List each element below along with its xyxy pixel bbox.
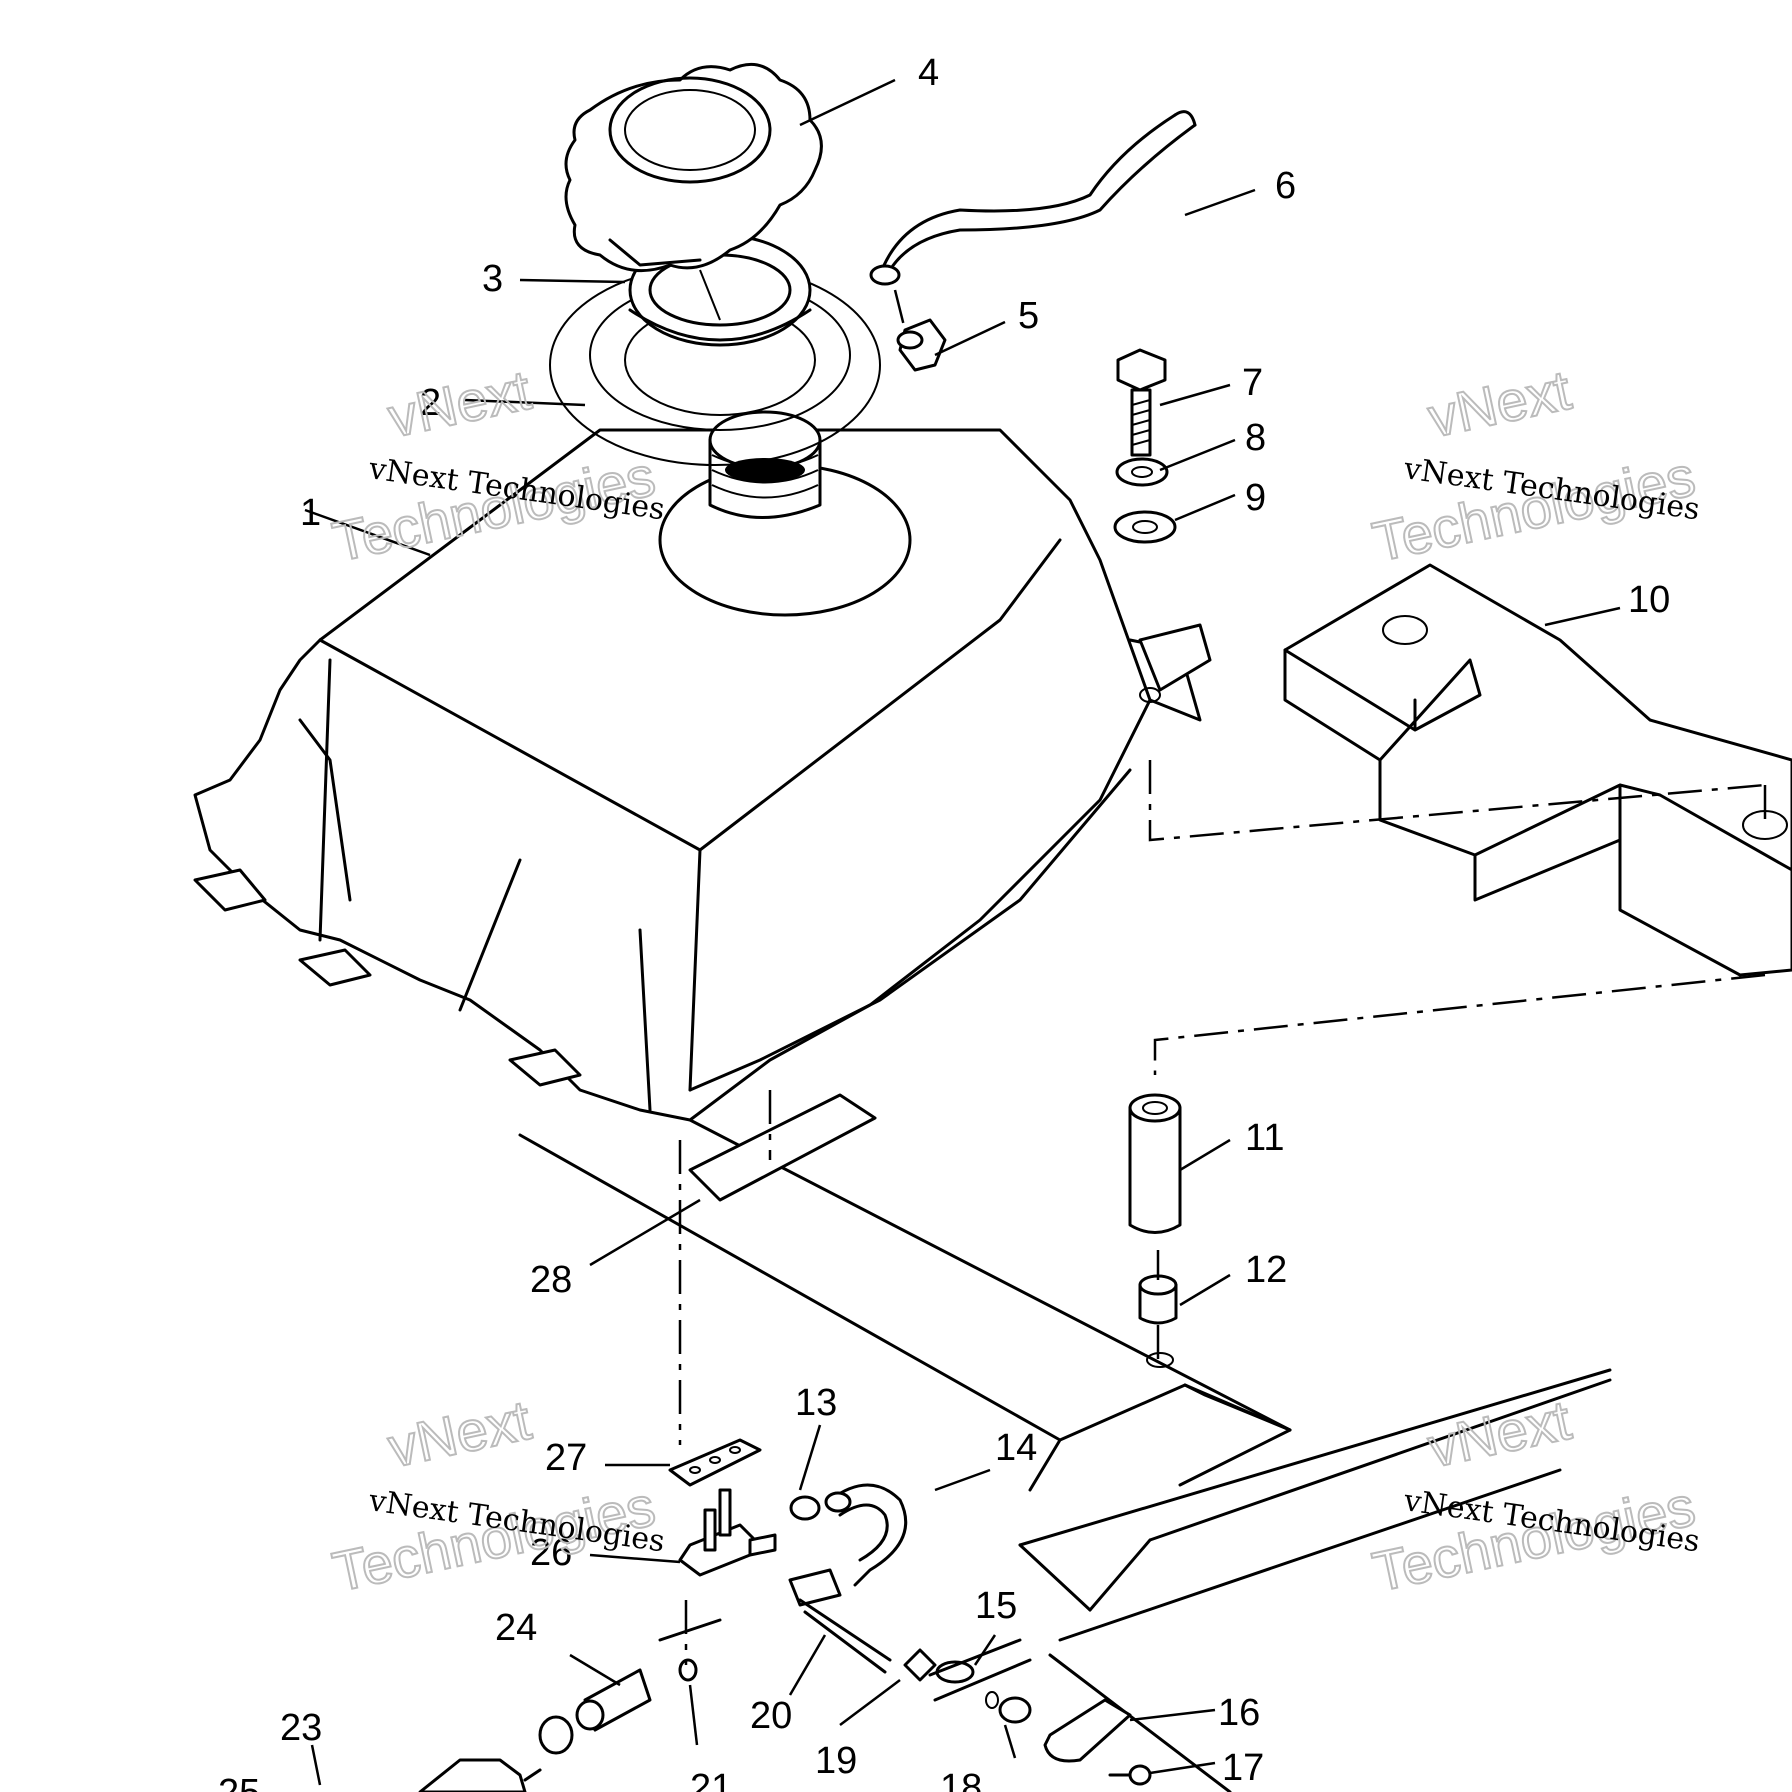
callout-6: 6 <box>1275 165 1296 207</box>
callout-14: 14 <box>995 1427 1037 1469</box>
callout-1: 1 <box>300 492 321 534</box>
callout-7: 7 <box>1242 362 1263 404</box>
hose-clamp <box>789 1495 821 1521</box>
callout-28: 28 <box>530 1259 572 1301</box>
callout-27: 27 <box>545 1437 587 1479</box>
callout-20: 20 <box>750 1695 792 1737</box>
callout-4: 4 <box>918 52 939 94</box>
watermark-top-right: vNext Technologies <box>1366 357 1701 575</box>
part-callouts: 4 6 3 5 7 2 8 9 1 10 11 12 28 13 14 27 2… <box>218 52 1670 1792</box>
fuel-filter <box>418 1758 527 1792</box>
watermark-bottom-left: vNext Technologies <box>326 1387 661 1605</box>
tank-pad <box>678 1090 877 1445</box>
svg-text:vNext: vNext <box>383 358 537 449</box>
callout-13: 13 <box>795 1382 837 1424</box>
svg-text:vNext: vNext <box>1423 1388 1577 1479</box>
callout-17: 17 <box>1222 1747 1264 1789</box>
handle-screw <box>1128 1764 1152 1786</box>
callout-15: 15 <box>975 1585 1017 1627</box>
fuel-tank <box>193 410 1212 1122</box>
callout-3: 3 <box>482 258 503 300</box>
callout-10: 10 <box>1628 579 1670 621</box>
frame-rails <box>518 1118 1612 1792</box>
callout-19: 19 <box>815 1740 857 1782</box>
watermark-bottom-right: vNext Technologies <box>1366 1387 1701 1605</box>
callout-24: 24 <box>495 1607 537 1649</box>
valve-handle <box>1043 1698 1132 1763</box>
rubber-mount-pad <box>1148 563 1792 1075</box>
vent-fitting <box>893 289 947 372</box>
svg-text:vNext: vNext <box>383 1388 537 1479</box>
valve-screw <box>678 1658 698 1682</box>
svg-text:vNext: vNext <box>1423 358 1577 449</box>
flat-washer <box>1113 510 1177 544</box>
leader-lines <box>304 78 1621 1786</box>
callout-21: 21 <box>690 1767 732 1792</box>
hose-clamp-lower <box>538 1715 574 1755</box>
grommet <box>998 1696 1032 1724</box>
fuel-valve-assembly <box>418 1438 1152 1792</box>
callout-8: 8 <box>1245 417 1266 459</box>
callout-2: 2 <box>420 382 441 424</box>
callout-12: 12 <box>1245 1249 1287 1291</box>
callout-26: 26 <box>530 1532 572 1574</box>
spacer-tube <box>1128 1093 1182 1234</box>
bushing <box>1138 1250 1178 1368</box>
callout-11: 11 <box>1245 1117 1284 1159</box>
callout-16: 16 <box>1218 1692 1260 1734</box>
fuel-cap <box>564 62 823 321</box>
spring <box>903 1648 937 1682</box>
bolt <box>1116 348 1167 457</box>
lock-washer <box>1115 457 1169 487</box>
vent-hose <box>869 110 1197 286</box>
callout-5: 5 <box>1018 295 1039 337</box>
callout-9: 9 <box>1245 477 1266 519</box>
callout-25: 25 <box>218 1772 260 1792</box>
callout-23: 23 <box>280 1707 322 1749</box>
callout-18: 18 <box>940 1767 982 1792</box>
